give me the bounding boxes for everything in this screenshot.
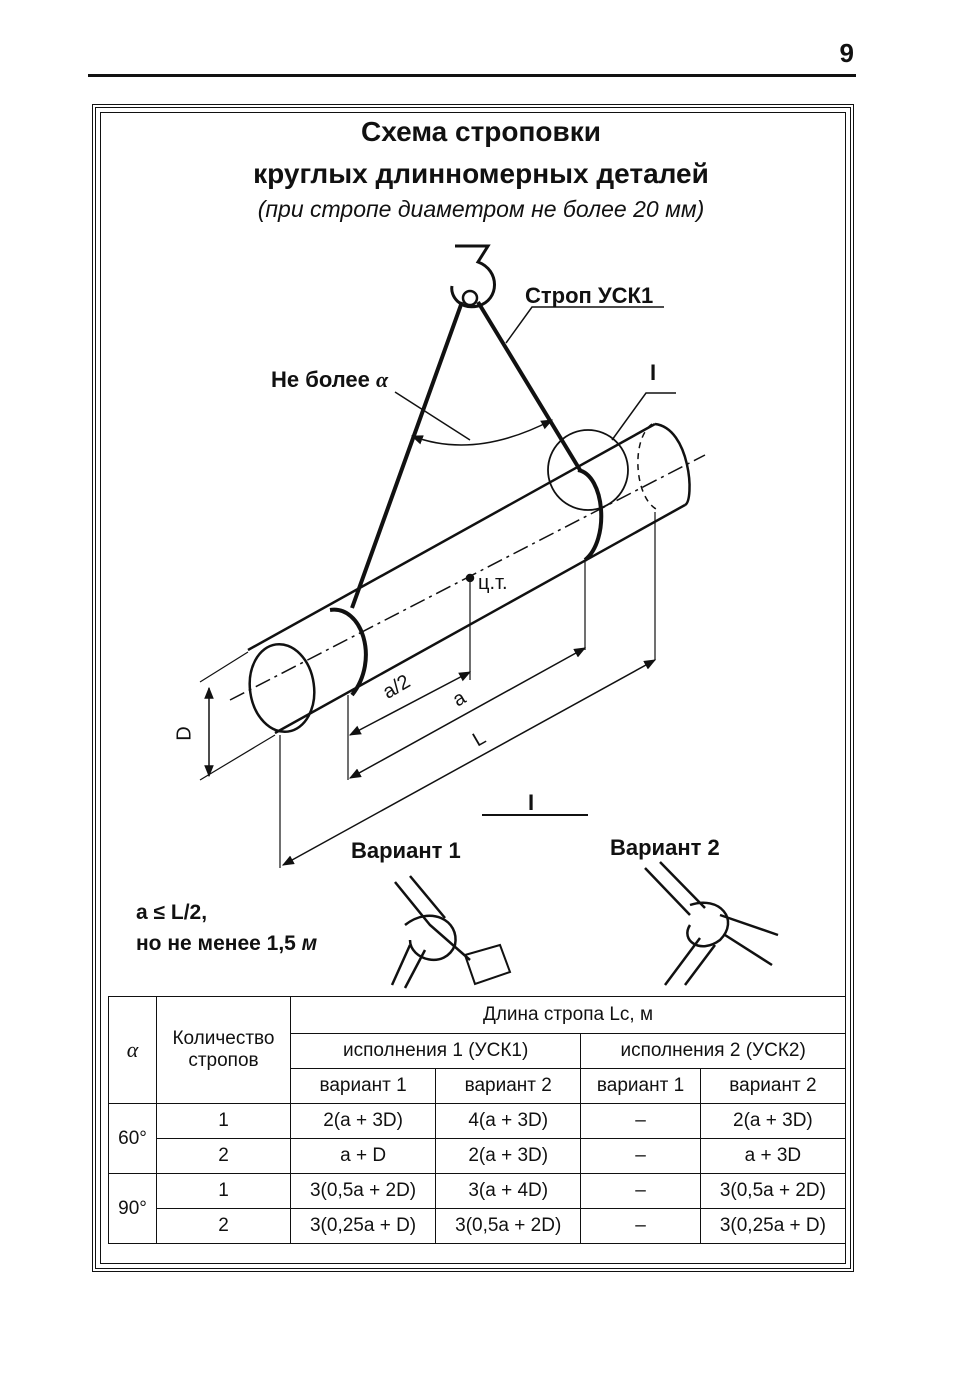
angle-arc	[410, 419, 554, 446]
title-subtitle: (при стропе диаметром не более 20 мм)	[257, 196, 705, 222]
table-row: 60° 1 2(a + 3D) 4(a + 3D) – 2(a + 3D)	[108, 1103, 847, 1174]
variant1-label: Вариант 1	[351, 838, 461, 863]
dim-L	[281, 659, 657, 866]
sling-leg-left	[350, 301, 464, 609]
header-rule	[88, 74, 856, 77]
dim-a	[348, 647, 587, 779]
sling-leg-right	[476, 300, 582, 472]
header-e1-var1: вариант 1	[289, 1068, 437, 1104]
header-exec1: исполнения 1 (УСК1)	[289, 1033, 582, 1069]
angle-cell: 60°	[108, 1103, 157, 1174]
detail-ref-label: I	[650, 360, 657, 385]
page-number: 9	[839, 38, 854, 68]
angle-cell: 90°	[108, 1173, 157, 1244]
sling-loop-right	[577, 468, 604, 562]
angle-label: Не более α	[271, 367, 389, 392]
header-length: Длина стропа Lс, м	[290, 996, 846, 1034]
variant2-label: Вариант 2	[610, 835, 720, 860]
variant1-sketch	[390, 875, 512, 989]
center-of-gravity-label: ц.т.	[478, 572, 508, 594]
pipe-end-left	[248, 642, 316, 734]
sling-length-table: α Количество стропов Длина стропа Lс, м …	[108, 996, 847, 1244]
table-row: 90° 1 3(0,5a + 2D) 3(a + 4D) – 3(0,5a + …	[108, 1173, 847, 1244]
header-e2-var1: вариант 1	[580, 1068, 701, 1104]
sling-loop-left	[329, 607, 368, 697]
section-label: I	[528, 790, 535, 815]
header-e2-var2: вариант 2	[699, 1068, 847, 1104]
header-exec2: исполнения 2 (УСК2)	[580, 1033, 846, 1069]
header-count: Количество стропов	[156, 996, 291, 1104]
title-line-2: круглых длинномерных деталей	[253, 158, 709, 189]
crane-hook	[450, 244, 496, 309]
title-line-1: Схема строповки	[361, 116, 601, 147]
pipe-end-right	[654, 422, 691, 507]
table-row: 2 3(0,25a + D) 3(0,5a + 2D) – 3(0,25a + …	[109, 1208, 847, 1244]
detail-circle	[547, 429, 629, 511]
dim-D-label: D	[173, 726, 196, 741]
header-alpha: α	[108, 996, 157, 1104]
variant2-sketch	[644, 861, 779, 986]
table-row: 2 a + D 2(a + 3D) – a + 3D	[109, 1138, 847, 1174]
sling-label: Строп УСК1	[525, 283, 654, 308]
length-note: a ≤ L/2, но не менее 1,5 м	[136, 901, 318, 955]
alpha-symbol: α	[375, 367, 389, 392]
pipe-top-edge	[247, 422, 656, 652]
slinging-diagram	[199, 244, 779, 989]
pipe-bottom-edge	[274, 503, 686, 735]
header-e1-var2: вариант 2	[435, 1068, 582, 1104]
page-frame	[92, 104, 854, 1272]
